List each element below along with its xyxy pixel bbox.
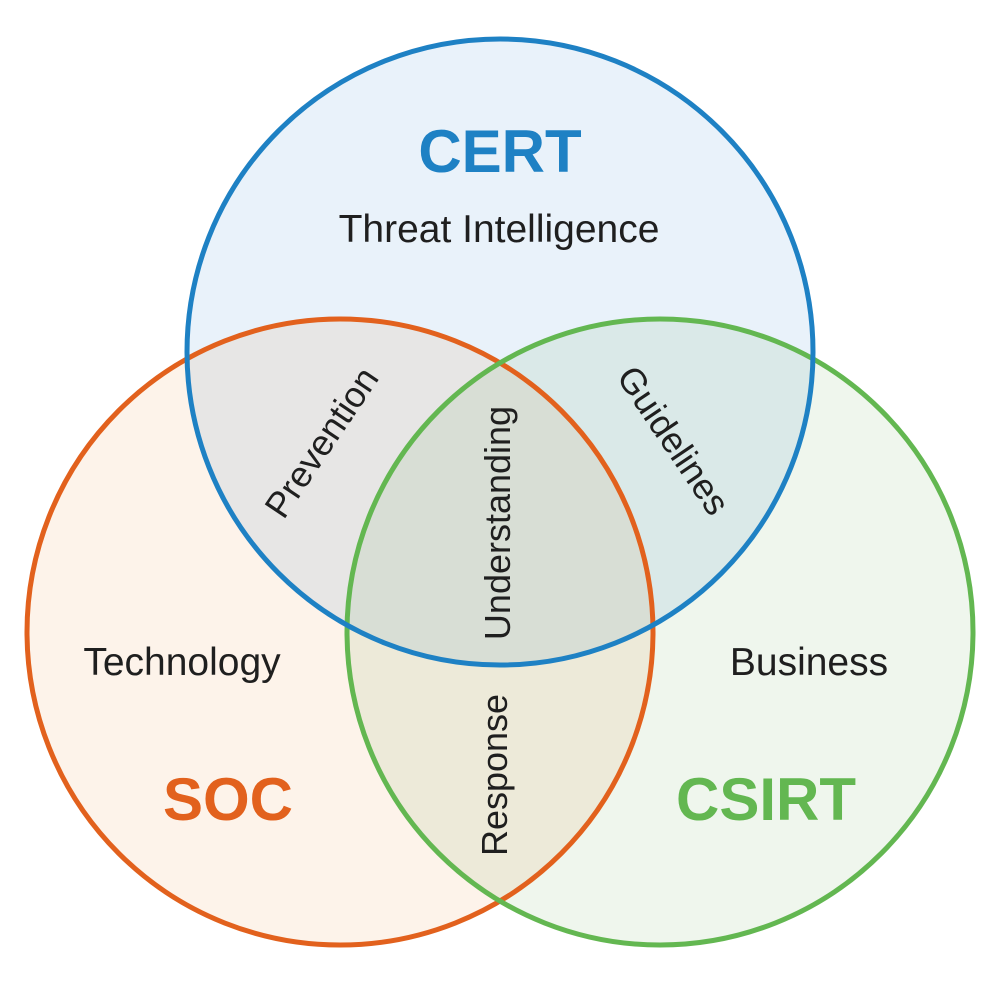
soc-circle-outline bbox=[24, 316, 656, 948]
csirt-circle-fill bbox=[347, 319, 973, 945]
soc-title: SOC bbox=[163, 766, 293, 833]
csirt-circle-outline bbox=[344, 316, 976, 948]
venn-fill-layer bbox=[27, 39, 973, 945]
soc-keyword: Technology bbox=[83, 641, 281, 684]
center-overlap-label: Understanding bbox=[477, 406, 518, 640]
venn-outline-layer bbox=[24, 36, 976, 948]
cert-keyword: Threat Intelligence bbox=[339, 208, 660, 251]
csirt-keyword: Business bbox=[730, 641, 888, 684]
cert-circle-outline bbox=[184, 36, 816, 668]
csirt-title: CSIRT bbox=[676, 766, 856, 833]
soc-csirt-overlap-label: Response bbox=[474, 694, 515, 856]
cert-title: CERT bbox=[418, 118, 581, 185]
